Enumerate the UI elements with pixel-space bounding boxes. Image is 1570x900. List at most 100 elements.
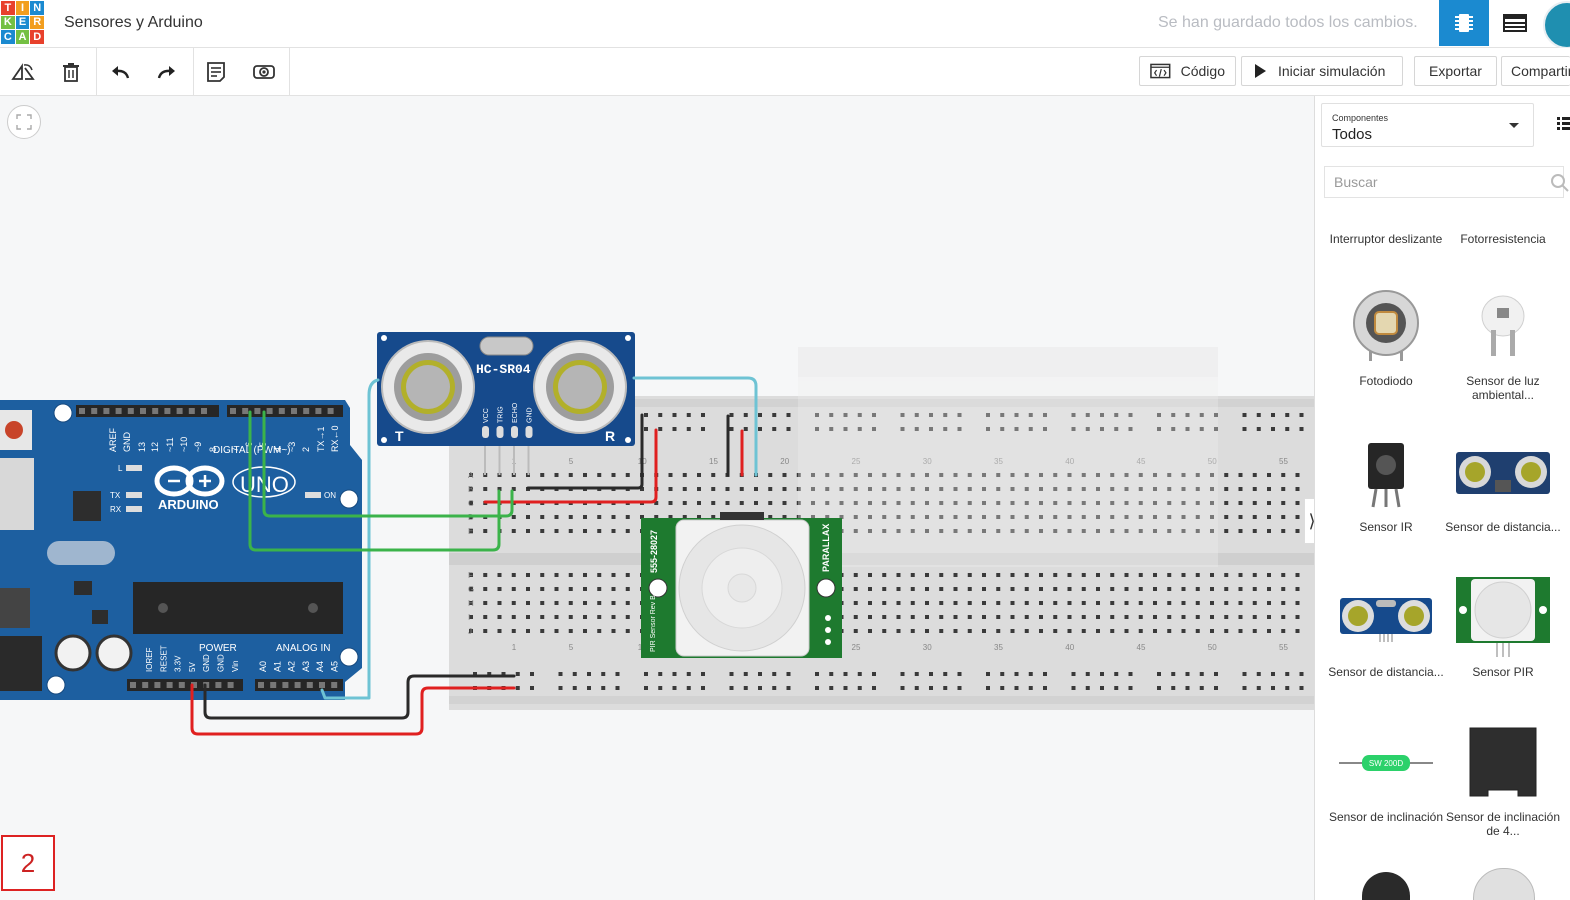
header-pin[interactable] (166, 682, 173, 688)
breadboard-hole[interactable] (1067, 629, 1072, 633)
rail-hole[interactable] (786, 672, 791, 676)
breadboard-hole[interactable] (896, 529, 901, 533)
breadboard-hole[interactable] (1153, 501, 1157, 505)
rail-hole[interactable] (558, 686, 563, 690)
breadboard-hole[interactable] (925, 487, 929, 491)
breadboard-hole[interactable] (1295, 473, 1300, 477)
breadboard-hole[interactable] (1010, 529, 1015, 533)
breadboard-hole[interactable] (1024, 515, 1029, 519)
breadboard-hole[interactable] (497, 573, 502, 577)
breadboard-hole[interactable] (910, 573, 915, 577)
breadboard-hole[interactable] (1238, 601, 1243, 605)
breadboard-hole[interactable] (1039, 473, 1043, 477)
breadboard-hole[interactable] (853, 587, 858, 591)
breadboard-hole[interactable] (697, 487, 701, 491)
header-pin[interactable] (278, 408, 285, 414)
header-pin[interactable] (130, 682, 136, 688)
breadboard-hole[interactable] (1039, 629, 1043, 633)
breadboard-hole[interactable] (782, 473, 787, 477)
breadboard-hole[interactable] (711, 501, 716, 505)
rail-hole[interactable] (501, 672, 506, 676)
schematic-view-button[interactable] (1490, 0, 1540, 46)
rail-hole[interactable] (1043, 413, 1047, 417)
rail-hole[interactable] (857, 413, 862, 417)
breadboard-hole[interactable] (811, 473, 815, 477)
rail-hole[interactable] (1000, 413, 1005, 417)
breadboard-hole[interactable] (1010, 487, 1015, 491)
rail-hole[interactable] (587, 686, 591, 690)
breadboard-hole[interactable] (1238, 487, 1243, 491)
breadboard-hole[interactable] (1039, 615, 1043, 619)
breadboard-hole[interactable] (1210, 473, 1214, 477)
rail-hole[interactable] (1285, 686, 1290, 690)
rail-hole[interactable] (515, 686, 520, 690)
rail-hole[interactable] (1256, 686, 1261, 690)
rail-hole[interactable] (644, 686, 648, 690)
breadboard-hole[interactable] (1238, 615, 1243, 619)
breadboard-hole[interactable] (1096, 501, 1100, 505)
breadboard-hole[interactable] (668, 473, 673, 477)
breadboard-hole[interactable] (540, 573, 545, 577)
rail-hole[interactable] (957, 427, 962, 431)
breadboard-hole[interactable] (1110, 501, 1115, 505)
breadboard-hole[interactable] (1039, 529, 1043, 533)
rail-hole[interactable] (986, 686, 990, 690)
breadboard-hole[interactable] (910, 587, 915, 591)
breadboard-hole[interactable] (967, 501, 972, 505)
breadboard-hole[interactable] (1067, 529, 1072, 533)
breadboard-hole[interactable] (768, 487, 773, 491)
breadboard-hole[interactable] (811, 501, 815, 505)
breadboard-hole[interactable] (1181, 487, 1186, 491)
breadboard-hole[interactable] (910, 529, 915, 533)
rail-hole[interactable] (829, 672, 834, 676)
breadboard-hole[interactable] (483, 529, 488, 533)
breadboard-hole[interactable] (996, 515, 1001, 519)
rail-hole[interactable] (772, 686, 777, 690)
header-pin[interactable] (115, 408, 122, 414)
breadboard-hole[interactable] (939, 601, 944, 605)
breadboard-hole[interactable] (882, 501, 887, 505)
breadboard-hole[interactable] (1252, 487, 1257, 491)
breadboard-hole[interactable] (1010, 615, 1015, 619)
breadboard-hole[interactable] (982, 629, 986, 633)
breadboard-hole[interactable] (568, 629, 573, 633)
breadboard-hole[interactable] (1081, 501, 1086, 505)
breadboard-hole[interactable] (1238, 473, 1243, 477)
breadboard-hole[interactable] (483, 601, 488, 605)
rail-hole[interactable] (843, 686, 848, 690)
breadboard-hole[interactable] (725, 487, 730, 491)
sensor-pin[interactable] (482, 426, 489, 438)
header-pin[interactable] (258, 682, 264, 688)
header-pin[interactable] (227, 682, 234, 688)
rail-hole[interactable] (1157, 427, 1161, 431)
rail-hole[interactable] (1256, 413, 1261, 417)
rail-hole[interactable] (1199, 672, 1204, 676)
breadboard-hole[interactable] (469, 487, 473, 491)
rail-hole[interactable] (644, 672, 648, 676)
breadboard-hole[interactable] (882, 601, 887, 605)
breadboard-hole[interactable] (967, 529, 972, 533)
breadboard-hole[interactable] (611, 473, 616, 477)
rail-hole[interactable] (1199, 427, 1204, 431)
breadboard-hole[interactable] (1181, 529, 1186, 533)
breadboard-hole[interactable] (526, 573, 530, 577)
breadboard-hole[interactable] (625, 515, 630, 519)
rail-hole[interactable] (1256, 427, 1261, 431)
breadboard-hole[interactable] (1167, 501, 1172, 505)
breadboard-hole[interactable] (1053, 615, 1058, 619)
component-ambient-light-sensor[interactable]: Sensor de luz ambiental... (1443, 286, 1563, 402)
rail-hole[interactable] (1028, 672, 1033, 676)
breadboard-hole[interactable] (1281, 529, 1286, 533)
component-search-input[interactable] (1324, 166, 1564, 198)
breadboard-hole[interactable] (1167, 629, 1172, 633)
rail-hole[interactable] (701, 686, 705, 690)
breadboard-hole[interactable] (1195, 501, 1200, 505)
breadboard-hole[interactable] (611, 615, 616, 619)
rail-hole[interactable] (957, 413, 962, 417)
breadboard-hole[interactable] (796, 515, 801, 519)
breadboard-hole[interactable] (1110, 487, 1115, 491)
breadboard-hole[interactable] (1224, 629, 1229, 633)
breadboard-hole[interactable] (1224, 487, 1229, 491)
breadboard-hole[interactable] (1195, 473, 1200, 477)
breadboard-hole[interactable] (925, 473, 929, 477)
